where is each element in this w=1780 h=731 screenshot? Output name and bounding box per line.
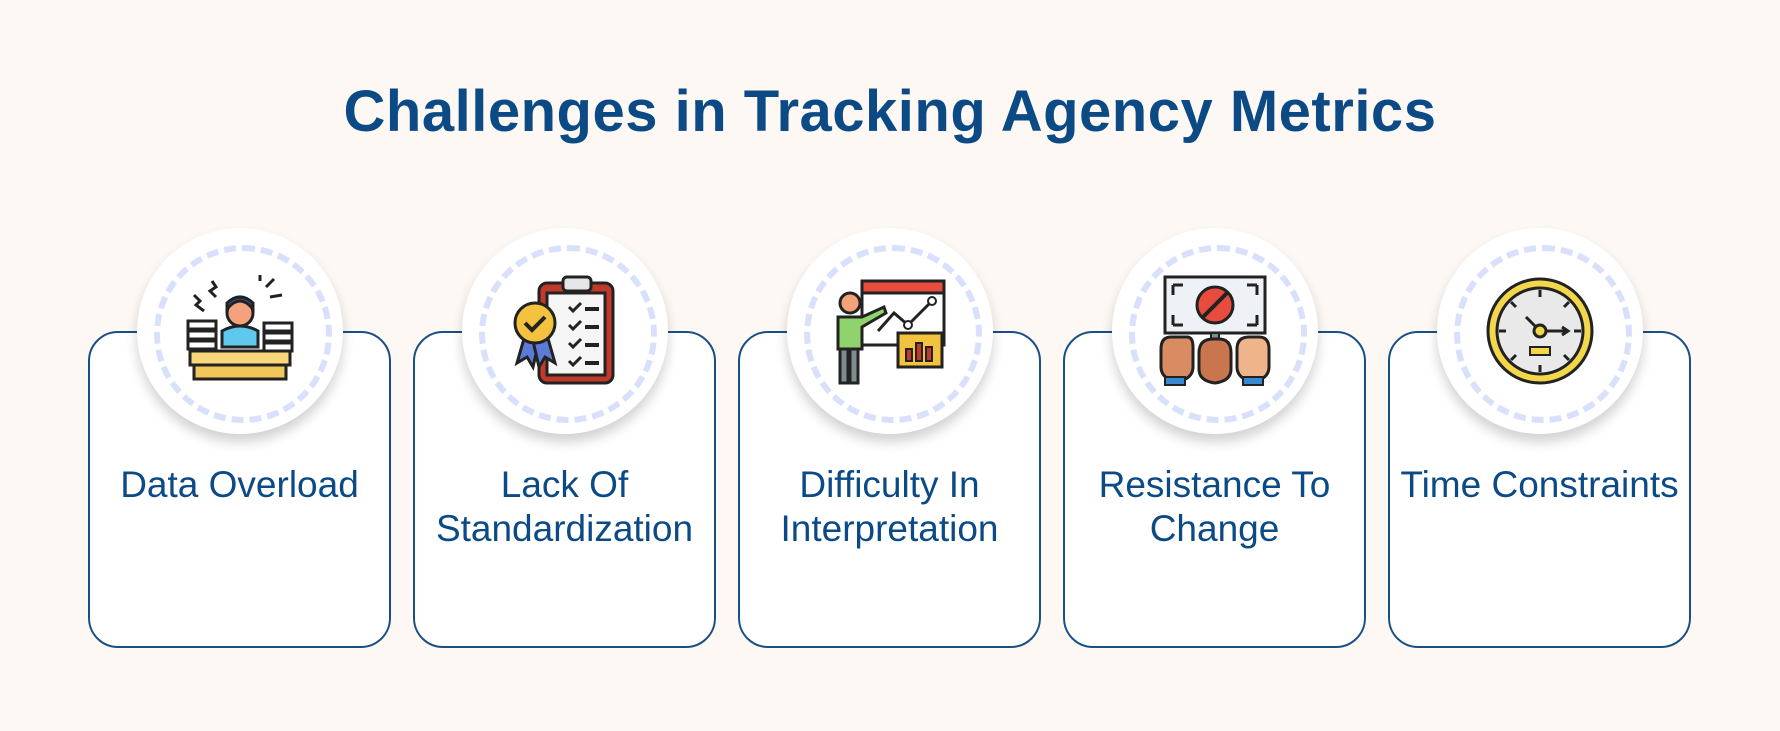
challenge-label: Time Constraints: [1400, 464, 1679, 505]
clipboard-checklist-icon-badge: [462, 228, 668, 434]
protest-sign-icon-badge: [1112, 228, 1318, 434]
overwhelmed-worker-icon: [186, 275, 294, 381]
page-title: Challenges in Tracking Agency Metrics: [343, 79, 1437, 144]
clipboard-checklist-icon: [513, 275, 615, 385]
stopwatch-gauge-icon: [1486, 277, 1594, 385]
challenge-label: Lack Of Standardization: [435, 464, 694, 549]
protest-sign-icon: [1159, 275, 1271, 386]
challenge-label: Resistance To Change: [1098, 464, 1331, 549]
challenge-label: Difficulty In Interpretation: [780, 464, 999, 549]
presenter-chart-icon: [836, 279, 946, 385]
presenter-chart-icon-badge: [787, 228, 993, 434]
challenge-label: Data Overload: [120, 464, 359, 505]
stopwatch-gauge-icon-badge: [1437, 228, 1643, 434]
overwhelmed-worker-icon-badge: [137, 228, 343, 434]
